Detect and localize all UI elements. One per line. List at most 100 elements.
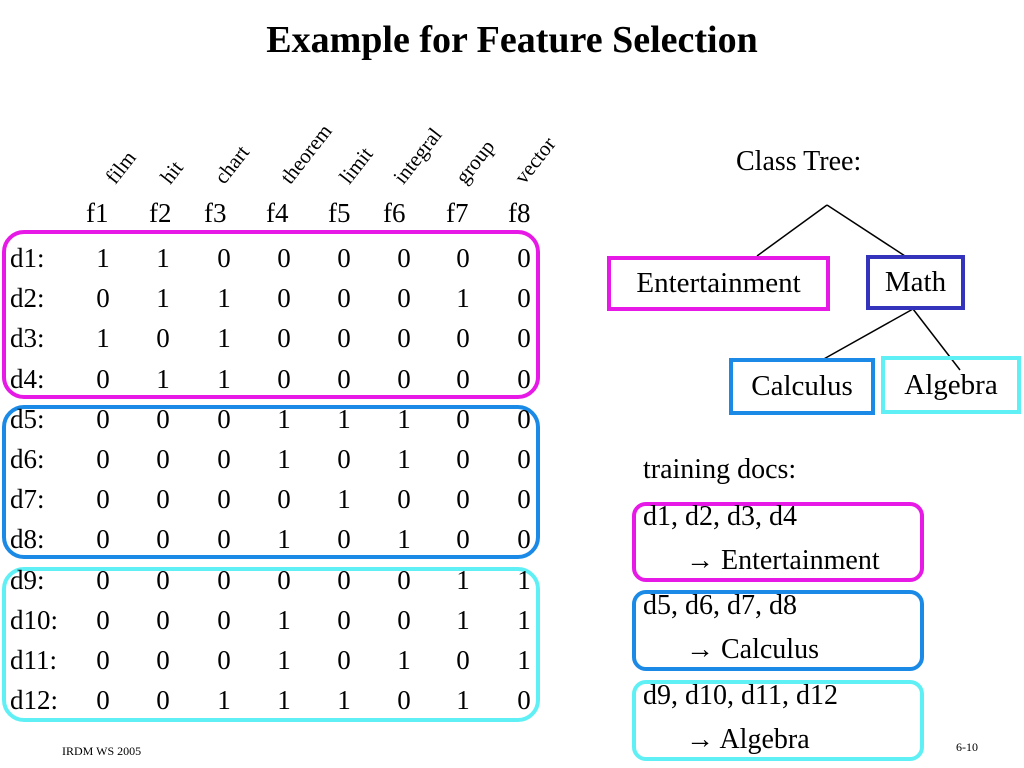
matrix-cell: 0 bbox=[96, 565, 110, 595]
matrix-cell: 0 bbox=[517, 364, 531, 394]
training-box-entertainment bbox=[632, 502, 924, 582]
matrix-cell: 1 bbox=[217, 283, 231, 313]
matrix-cell: 0 bbox=[156, 404, 170, 434]
matrix-cell: 0 bbox=[456, 364, 470, 394]
matrix-cell: 0 bbox=[156, 524, 170, 554]
training-arrow-algebra: → Algebra bbox=[686, 724, 810, 755]
matrix-cell: 0 bbox=[517, 243, 531, 273]
matrix-cell: 1 bbox=[517, 605, 531, 635]
matrix-cell: 0 bbox=[156, 645, 170, 675]
node-math: Math bbox=[866, 255, 965, 310]
footer-page-number: 6-10 bbox=[956, 740, 978, 754]
matrix-cell: 0 bbox=[517, 283, 531, 313]
matrix-cell: 0 bbox=[96, 685, 110, 715]
matrix-cell: 0 bbox=[517, 404, 531, 434]
footer-course: IRDM WS 2005 bbox=[62, 744, 142, 758]
row-label: d8: bbox=[10, 524, 45, 554]
row-label: d6: bbox=[10, 444, 45, 474]
training-docs-group-1: d1, d2, d3, d4 bbox=[643, 501, 797, 532]
matrix-cell: 1 bbox=[337, 685, 351, 715]
matrix-cell: 1 bbox=[156, 364, 170, 394]
row-label: d7: bbox=[10, 484, 45, 514]
edge-root-entertainment bbox=[756, 204, 828, 257]
matrix-cell: 0 bbox=[397, 243, 411, 273]
matrix-cell: 0 bbox=[456, 645, 470, 675]
row-label: d1: bbox=[10, 243, 45, 273]
feature-header-f5: f5 bbox=[328, 198, 351, 228]
matrix-cell: 0 bbox=[517, 524, 531, 554]
matrix-cell: 0 bbox=[337, 444, 351, 474]
matrix-cell: 1 bbox=[156, 283, 170, 313]
matrix-cell: 1 bbox=[277, 685, 291, 715]
matrix-cell: 0 bbox=[156, 444, 170, 474]
matrix-cell: 0 bbox=[277, 243, 291, 273]
training-box-algebra bbox=[632, 680, 924, 761]
matrix-cell: 0 bbox=[337, 524, 351, 554]
matrix-cell: 0 bbox=[456, 524, 470, 554]
matrix-cell: 0 bbox=[217, 605, 231, 635]
matrix-cell: 0 bbox=[156, 605, 170, 635]
feature-header-f6: f6 bbox=[383, 198, 406, 228]
matrix-cell: 1 bbox=[217, 323, 231, 353]
matrix-cell: 0 bbox=[96, 605, 110, 635]
matrix-cell: 0 bbox=[277, 484, 291, 514]
node-calculus: Calculus bbox=[729, 358, 875, 415]
matrix-cell: 0 bbox=[217, 404, 231, 434]
feature-header-f4: f4 bbox=[266, 198, 289, 228]
row-label: d10: bbox=[10, 605, 59, 635]
matrix-cell: 0 bbox=[517, 685, 531, 715]
matrix-cell: 1 bbox=[456, 565, 470, 595]
row-label: d11: bbox=[10, 645, 57, 675]
training-box-calculus bbox=[632, 590, 924, 671]
matrix-cell: 1 bbox=[517, 645, 531, 675]
row-label: d9: bbox=[10, 565, 45, 595]
matrix-cell: 0 bbox=[96, 404, 110, 434]
group-box-algebra bbox=[2, 567, 540, 722]
training-arrow-entertainment: → Entertainment bbox=[686, 545, 880, 576]
matrix-cell: 0 bbox=[456, 323, 470, 353]
group-box-entertainment bbox=[2, 230, 540, 399]
training-docs-group-2: d5, d6, d7, d8 bbox=[643, 590, 797, 621]
matrix-cell: 0 bbox=[156, 323, 170, 353]
matrix-cell: 1 bbox=[277, 444, 291, 474]
matrix-cell: 0 bbox=[217, 243, 231, 273]
matrix-cell: 0 bbox=[156, 565, 170, 595]
matrix-cell: 0 bbox=[217, 524, 231, 554]
node-calculus-label: Calculus bbox=[751, 370, 853, 402]
matrix-cell: 1 bbox=[337, 404, 351, 434]
matrix-cell: 0 bbox=[517, 444, 531, 474]
edge-math-calculus bbox=[821, 308, 914, 361]
matrix-cell: 0 bbox=[397, 484, 411, 514]
row-label: d4: bbox=[10, 364, 45, 394]
matrix-cell: 1 bbox=[277, 605, 291, 635]
matrix-cell: 0 bbox=[217, 444, 231, 474]
matrix-cell: 0 bbox=[277, 323, 291, 353]
matrix-cell: 1 bbox=[277, 404, 291, 434]
feature-header-f7: f7 bbox=[446, 198, 469, 228]
row-label: d12: bbox=[10, 685, 59, 715]
matrix-cell: 1 bbox=[96, 243, 110, 273]
matrix-cell: 0 bbox=[397, 685, 411, 715]
matrix-cell: 0 bbox=[337, 283, 351, 313]
matrix-cell: 1 bbox=[337, 484, 351, 514]
matrix-cell: 0 bbox=[397, 565, 411, 595]
matrix-cell: 0 bbox=[96, 364, 110, 394]
node-math-label: Math bbox=[884, 266, 947, 298]
matrix-cell: 1 bbox=[96, 323, 110, 353]
matrix-cell: 0 bbox=[277, 364, 291, 394]
matrix-cell: 0 bbox=[96, 524, 110, 554]
training-arrow-calculus: → Calculus bbox=[686, 634, 819, 665]
matrix-cell: 0 bbox=[456, 243, 470, 273]
matrix-cell: 1 bbox=[156, 243, 170, 273]
matrix-cell: 0 bbox=[456, 404, 470, 434]
matrix-cell: 1 bbox=[277, 524, 291, 554]
feature-header-f2: f2 bbox=[149, 198, 172, 228]
matrix-cell: 0 bbox=[397, 605, 411, 635]
node-entertainment: Entertainment bbox=[607, 256, 830, 311]
matrix-cell: 0 bbox=[277, 565, 291, 595]
matrix-cell: 0 bbox=[337, 565, 351, 595]
feature-header-f8: f8 bbox=[508, 198, 531, 228]
matrix-cell: 0 bbox=[337, 323, 351, 353]
matrix-cell: 0 bbox=[337, 605, 351, 635]
matrix-cell: 0 bbox=[96, 444, 110, 474]
